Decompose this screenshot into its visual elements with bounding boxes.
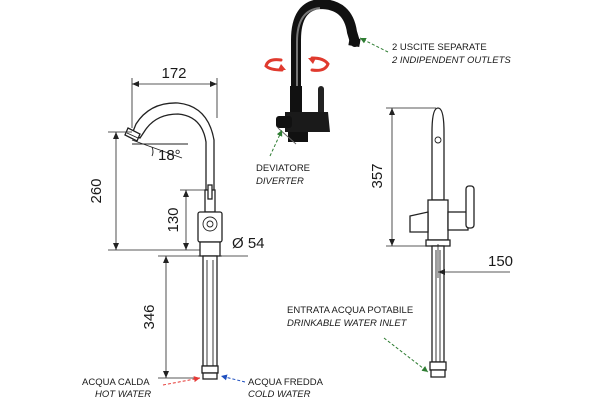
side-fitting [429,361,447,371]
faucet-nozzle [124,127,141,142]
angle-18: 18° [158,147,181,164]
faucet-base [199,241,221,257]
cold-water-leader [220,374,246,383]
dimension-130: 130 [165,207,182,232]
photo-spout-highlight [296,7,321,88]
rotate-arrow-icon [264,58,286,72]
dimension-346: 346 [141,304,158,329]
lever-hub [202,216,218,232]
lever-hub-center [206,220,214,228]
side-spout [431,107,445,201]
photo-spout [291,0,360,93]
inlet-label-en: DRINKABLE WATER INLET [287,318,408,329]
dimension-diameter-54: Ø 54 [232,235,265,252]
side-lever-body [447,211,469,231]
pipe-fitting-bottom [202,372,218,380]
outlets-label-en: 2 INDIPENDENT OUTLETS [391,55,511,66]
diverter-label-it: DEVIATORE [256,163,310,174]
hot-water-label-en: HOT WATER [95,389,151,400]
inlet-leader [383,337,429,373]
angle-ray-line [131,139,183,159]
hot-water-label-it: ACQUA CALDA [82,377,150,388]
side-column [427,199,449,241]
photo-base [288,132,308,142]
dimension-172: 172 [161,65,186,82]
diverter-label-en: DIVERTER [256,176,304,187]
dimension-357: 357 [369,163,386,188]
photo-diverter-knob [276,116,292,128]
shank [202,255,218,367]
outlets-leader [359,37,389,53]
nozzle-ring [126,132,139,139]
rotate-arrow-icon [308,56,330,72]
angle-arc [151,146,154,157]
lever-stem [207,184,213,200]
side-lever [465,185,475,229]
photo-body [285,112,330,132]
photo-nozzle [348,37,361,47]
side-fitting-bottom [430,369,446,378]
side-diverter [409,211,429,233]
dimension-260: 260 [88,178,105,203]
side-view: 357 150 ENTRATA ACQUA POTABILE DRINKABLE… [287,107,513,378]
hot-water-leader [162,376,201,386]
outlets-label-it: 2 USCITE SEPARATE [392,42,487,53]
photo-lever [318,86,324,116]
faucet-photo: 2 USCITE SEPARATE 2 INDIPENDENT OUTLETS … [256,0,511,187]
diverter-leader [269,129,283,157]
cold-water-label-en: COLD WATER [248,389,311,400]
inlet-label-it: ENTRATA ACQUA POTABILE [287,305,413,316]
front-view: 172 18° 260 130 Ø [82,65,324,400]
pipe-fitting-top [201,365,219,374]
cold-water-label-it: ACQUA FREDDA [248,377,324,388]
side-spout-outlet [434,136,442,144]
dimension-150: 150 [488,253,513,270]
